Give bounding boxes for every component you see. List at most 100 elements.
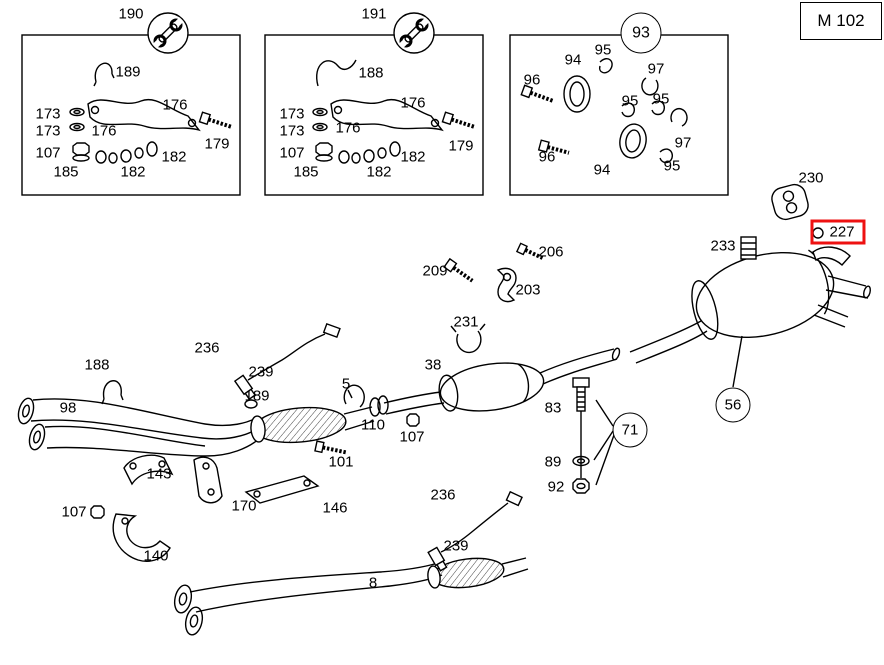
clamp-5 (343, 384, 365, 408)
gasket-110 (369, 395, 389, 417)
bolt-206 (515, 242, 544, 260)
part-label-107[interactable]: 107 (35, 144, 61, 162)
part-label-95[interactable]: 95 (594, 41, 612, 59)
part-label-94[interactable]: 94 (593, 161, 611, 179)
part-label-182[interactable]: 182 (400, 148, 426, 166)
rear-muffler (629, 227, 871, 364)
nut-92 (572, 478, 590, 494)
bracket-170 (193, 456, 223, 504)
part-label-182[interactable]: 182 (366, 163, 392, 181)
washer-89 (572, 455, 590, 467)
part-label-188[interactable]: 188 (358, 64, 384, 82)
part-label-101[interactable]: 101 (328, 453, 354, 471)
hook-189 (93, 62, 115, 87)
part-label-94[interactable]: 94 (564, 51, 582, 69)
part-label-231[interactable]: 231 (453, 313, 479, 331)
part-label-71[interactable]: 71 (612, 412, 648, 448)
part-label-176[interactable]: 176 (162, 96, 188, 114)
bolt-101 (314, 440, 347, 455)
part-label-206[interactable]: 206 (538, 243, 564, 261)
front-pipe-assembly (17, 397, 260, 457)
part-label-239[interactable]: 239 (443, 537, 469, 555)
mounting-kit-drawing (69, 98, 234, 164)
leader-lines-71 (593, 399, 615, 486)
part-label-95[interactable]: 95 (621, 92, 639, 110)
oxygen-sensor-lower (427, 490, 523, 572)
nut-107-mid (406, 413, 420, 427)
oxygen-sensor-upper (233, 322, 341, 409)
mid-muffler-38 (383, 347, 621, 415)
strap-140 (112, 513, 171, 562)
mount-233 (740, 236, 757, 260)
part-label-173[interactable]: 173 (35, 122, 61, 140)
part-label-185[interactable]: 185 (53, 163, 79, 181)
part-label-92[interactable]: 92 (547, 478, 565, 496)
drawing-number-box: M 102 (800, 2, 882, 40)
part-label-96[interactable]: 96 (523, 71, 541, 89)
part-label-107[interactable]: 107 (61, 503, 87, 521)
part-label-185[interactable]: 185 (293, 163, 319, 181)
part-label-110[interactable]: 110 (361, 416, 385, 434)
part-label-95[interactable]: 95 (652, 90, 670, 108)
part-label-189[interactable]: 189 (115, 63, 141, 81)
part-label-56[interactable]: 56 (715, 387, 751, 423)
part-label-182[interactable]: 182 (161, 148, 187, 166)
part-label-227[interactable]: 227 (810, 219, 866, 245)
part-label-209[interactable]: 209 (422, 262, 448, 280)
part-label-93[interactable]: 93 (620, 12, 662, 54)
part-label-176[interactable]: 176 (335, 119, 361, 137)
bolt-209 (443, 257, 474, 283)
part-label-98[interactable]: 98 (59, 399, 77, 417)
bracket-146 (244, 475, 320, 504)
part-label-188[interactable]: 188 (84, 356, 110, 374)
part-label-173[interactable]: 173 (279, 122, 305, 140)
part-label-96[interactable]: 96 (538, 148, 556, 166)
clamp-kit-93 (520, 58, 688, 164)
part-label-97[interactable]: 97 (647, 60, 665, 78)
part-label-233[interactable]: 233 (710, 237, 736, 255)
part-label-173[interactable]: 173 (279, 105, 305, 123)
part-label-8[interactable]: 8 (368, 574, 378, 592)
part-label-140[interactable]: 140 (143, 547, 169, 565)
part-label-176[interactable]: 176 (91, 122, 117, 140)
part-label-97[interactable]: 97 (674, 134, 692, 152)
wrench-badge-191[interactable] (393, 12, 435, 54)
inset-box-190 (21, 34, 241, 196)
part-label-38[interactable]: 38 (424, 356, 442, 374)
part-label-146[interactable]: 146 (322, 499, 348, 517)
catalytic-converter (250, 406, 375, 444)
wrench-badge-190[interactable] (147, 12, 189, 54)
part-label-170[interactable]: 170 (231, 497, 257, 515)
bottom-pipe-assembly (173, 557, 529, 636)
part-label-89[interactable]: 89 (544, 453, 562, 471)
part-label-236[interactable]: 236 (194, 339, 220, 357)
part-label-5[interactable]: 5 (341, 375, 351, 393)
part-label-203[interactable]: 203 (515, 281, 541, 299)
part-label-83[interactable]: 83 (544, 399, 562, 417)
part-label-179[interactable]: 179 (204, 135, 230, 153)
part-label-190[interactable]: 190 (118, 5, 144, 23)
part-label-107[interactable]: 107 (279, 144, 305, 162)
hanger-203 (496, 267, 517, 303)
part-label-191[interactable]: 191 (361, 5, 387, 23)
part-label-182[interactable]: 182 (120, 163, 146, 181)
part-label-236[interactable]: 236 (430, 486, 456, 504)
part-label-176[interactable]: 176 (400, 94, 426, 112)
hook-188-main (101, 380, 124, 405)
part-label-95[interactable]: 95 (663, 157, 681, 175)
wrench-icon (398, 17, 430, 49)
gasket-189-main (244, 399, 258, 409)
leader-5 (347, 389, 353, 399)
leader-line-56 (732, 335, 743, 388)
part-label-230[interactable]: 230 (798, 169, 824, 187)
part-label-189[interactable]: 189 (244, 387, 270, 405)
part-label-179[interactable]: 179 (448, 137, 474, 155)
bolt-83-column (572, 377, 590, 494)
part-label-107[interactable]: 107 (399, 428, 425, 446)
clamp-231 (450, 323, 486, 354)
part-label-143[interactable]: 143 (146, 465, 172, 483)
part-label-239[interactable]: 239 (248, 363, 274, 381)
part-label-173[interactable]: 173 (35, 105, 61, 123)
